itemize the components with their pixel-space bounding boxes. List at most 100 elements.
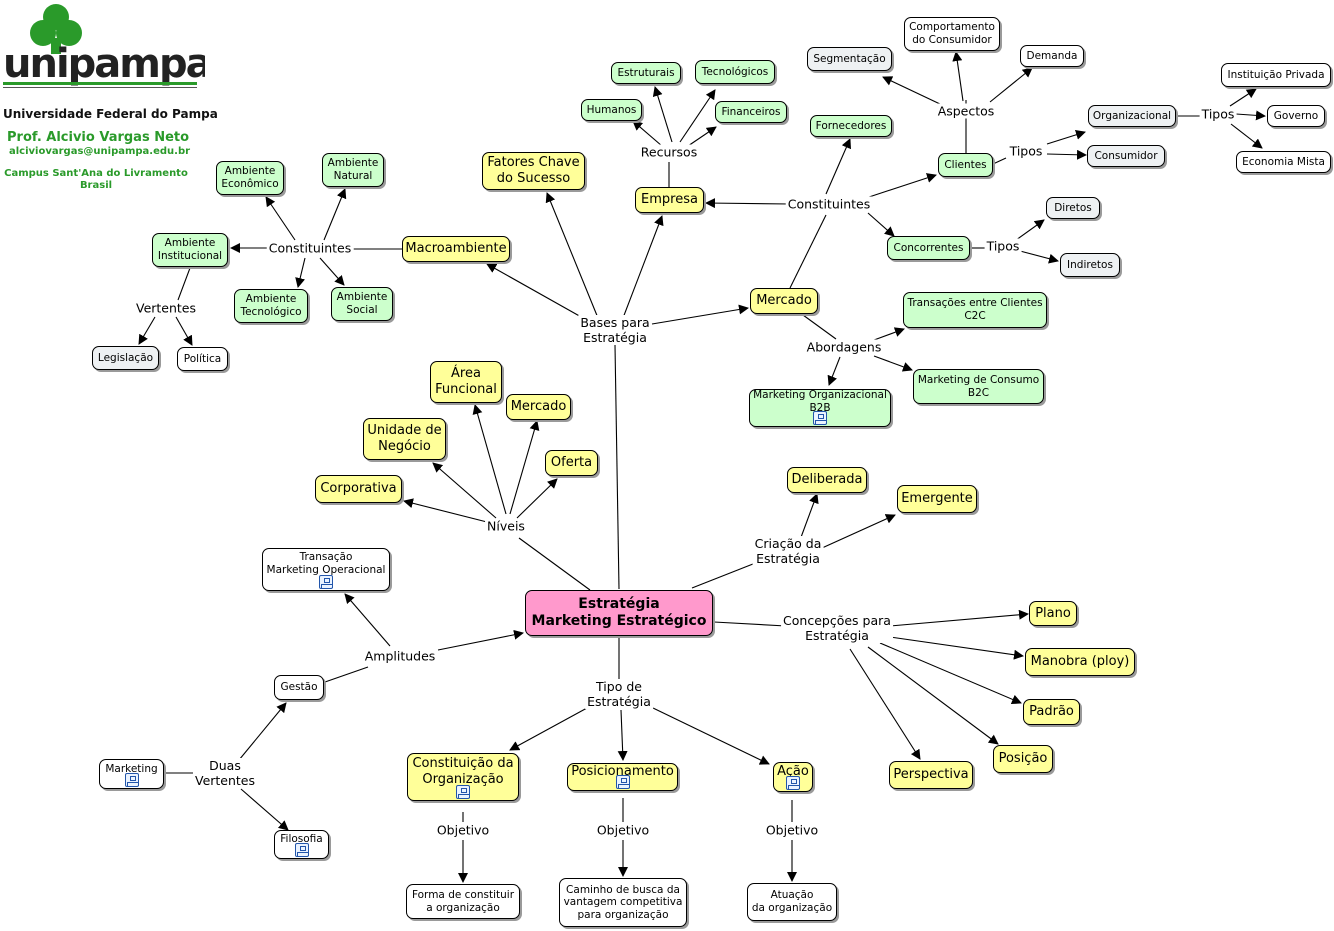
concept-gestao[interactable]: Gestão: [274, 675, 324, 700]
connector-line: [472, 404, 507, 515]
connector-line: [652, 707, 770, 765]
resource-attachment-icon[interactable]: [124, 773, 139, 787]
concept-b2c[interactable]: Marketing de Consumo B2C: [913, 369, 1044, 404]
concept-amb-economico[interactable]: Ambiente Econômico: [216, 161, 284, 195]
concept-label: Legislação: [97, 351, 154, 364]
concept-amb-tecnologico[interactable]: Ambiente Tecnológico: [234, 289, 308, 323]
concept-politica[interactable]: Política: [177, 347, 228, 371]
concept-macro[interactable]: Macroambiente: [402, 236, 510, 262]
concept-label: Empresa: [641, 192, 698, 208]
concept-label: Macroambiente: [405, 241, 507, 257]
connector-line: [989, 67, 1033, 103]
connector-line: [713, 621, 787, 627]
connector-line: [889, 636, 1024, 660]
concept-label: Posição: [998, 751, 1048, 767]
connector-line: [265, 196, 296, 241]
concept-padrao[interactable]: Padrão: [1023, 699, 1080, 725]
connector-line: [238, 702, 287, 761]
resource-attachment-icon[interactable]: [294, 843, 309, 857]
concept-unidade-negocio[interactable]: Unidade de Negócio: [363, 418, 446, 460]
concept-legislacao[interactable]: Legislação: [92, 346, 159, 370]
concept-manobra[interactable]: Manobra (ploy): [1025, 648, 1135, 676]
concept-plano[interactable]: Plano: [1029, 601, 1077, 626]
concept-label: Mercado: [756, 293, 812, 309]
concept-concorrentes[interactable]: Concorrentes: [887, 236, 970, 260]
concept-organizacional[interactable]: Organizacional: [1088, 105, 1176, 127]
concept-amb-institucional[interactable]: Ambiente Institucional: [152, 233, 228, 267]
professor-email[interactable]: alciviovargas@unipampa.edu.br: [9, 146, 191, 157]
concept-fatores[interactable]: Fatores Chave do Sucesso: [482, 152, 585, 190]
concept-amb-natural[interactable]: Ambiente Natural: [322, 153, 384, 187]
connector-line: [879, 642, 1022, 705]
concept-atuacao[interactable]: Atuação da organização: [747, 883, 837, 921]
concept-label: Ambiente Institucional: [157, 237, 223, 262]
concept-label: Forma de constituir a organização: [411, 888, 515, 914]
connector-line: [344, 593, 391, 647]
connector-line: [295, 257, 306, 288]
concept-clientes[interactable]: Clientes: [938, 153, 993, 177]
resource-attachment-icon[interactable]: [813, 411, 827, 425]
concept-estrategia[interactable]: Estratégia Marketing Estratégico: [525, 590, 713, 636]
link-phrase-recursos: Recursos: [638, 144, 700, 160]
concept-label: Governo: [1273, 109, 1319, 122]
concept-comportamento[interactable]: Comportamento do Consumidor: [904, 17, 1000, 51]
connector-line: [518, 537, 591, 591]
concept-b2b[interactable]: Marketing Organizacional B2B: [749, 389, 891, 427]
connector-line: [992, 157, 1007, 165]
concept-diretos[interactable]: Diretos: [1046, 197, 1100, 219]
connector-line: [545, 192, 599, 319]
connector-line: [324, 666, 369, 683]
concept-tecnologicos[interactable]: Tecnológicos: [695, 60, 775, 84]
link-phrase-criacao: Criação da Estratégia: [752, 536, 824, 566]
concept-label: Padrão: [1029, 704, 1074, 720]
concept-indiretos[interactable]: Indiretos: [1060, 253, 1120, 277]
concept-empresa[interactable]: Empresa: [635, 187, 704, 213]
connector-line: [486, 263, 584, 319]
university-name: Universidade Federal do Pampa: [3, 107, 218, 121]
link-phrase-tipos-clientes: Tipos: [1007, 143, 1045, 159]
resource-attachment-icon[interactable]: [319, 575, 333, 589]
concept-governo[interactable]: Governo: [1267, 105, 1325, 127]
concept-financeiros[interactable]: Financeiros: [715, 101, 787, 123]
concept-emergente[interactable]: Emergente: [897, 485, 977, 513]
connector-line: [403, 498, 488, 523]
concept-corporativa[interactable]: Corporativa: [315, 475, 402, 503]
concept-deliberada[interactable]: Deliberada: [787, 467, 867, 493]
concept-acao[interactable]: Ação: [773, 762, 813, 792]
concept-humanos[interactable]: Humanos: [581, 99, 642, 121]
connector-line: [632, 120, 663, 147]
concept-oferta[interactable]: Oferta: [545, 450, 598, 476]
concept-mercado1[interactable]: Mercado: [750, 288, 818, 314]
resource-attachment-icon[interactable]: [786, 776, 800, 790]
connector-line: [952, 51, 964, 102]
concept-area-funcional[interactable]: Área Funcional: [430, 361, 502, 403]
concept-posicao[interactable]: Posição: [993, 745, 1053, 773]
resource-attachment-icon[interactable]: [456, 785, 470, 799]
connector-line: [1015, 219, 1045, 241]
concept-mercado2[interactable]: Mercado: [506, 394, 571, 420]
concept-inst-privada[interactable]: Instituição Privada: [1221, 63, 1331, 87]
concept-label: Política: [183, 352, 222, 365]
link-phrase-tipo-de: Tipo de Estratégia: [585, 679, 653, 709]
concept-label: Perspectiva: [893, 767, 969, 783]
concept-consumidor[interactable]: Consumidor: [1087, 145, 1165, 167]
connector-line: [882, 76, 941, 105]
concept-demanda[interactable]: Demanda: [1020, 45, 1084, 67]
resource-attachment-icon[interactable]: [615, 775, 630, 789]
concept-amb-social[interactable]: Ambiente Social: [331, 287, 393, 321]
concept-label: Estratégia Marketing Estratégico: [531, 596, 707, 629]
concept-forma[interactable]: Forma de constituir a organização: [406, 884, 520, 919]
country-name: Brasil: [79, 180, 113, 191]
concept-caminho[interactable]: Caminho de busca da vantagem competitiva…: [559, 878, 687, 927]
concept-label: Oferta: [550, 455, 593, 471]
concept-fornecedores[interactable]: Fornecedores: [810, 115, 892, 137]
concept-label: Fatores Chave do Sucesso: [487, 155, 580, 186]
concept-economia-mista[interactable]: Economia Mista: [1236, 151, 1331, 173]
link-phrase-objetivo2: Objetivo: [594, 822, 652, 838]
concept-perspectiva[interactable]: Perspectiva: [889, 761, 973, 789]
concept-segmentacao[interactable]: Segmentação: [807, 47, 892, 71]
concept-estruturais[interactable]: Estruturais: [611, 62, 681, 84]
concept-c2c[interactable]: Transações entre Clientes C2C: [903, 292, 1047, 328]
logo-wordmark: unipampa: [3, 41, 205, 87]
connector-line: [789, 214, 827, 289]
